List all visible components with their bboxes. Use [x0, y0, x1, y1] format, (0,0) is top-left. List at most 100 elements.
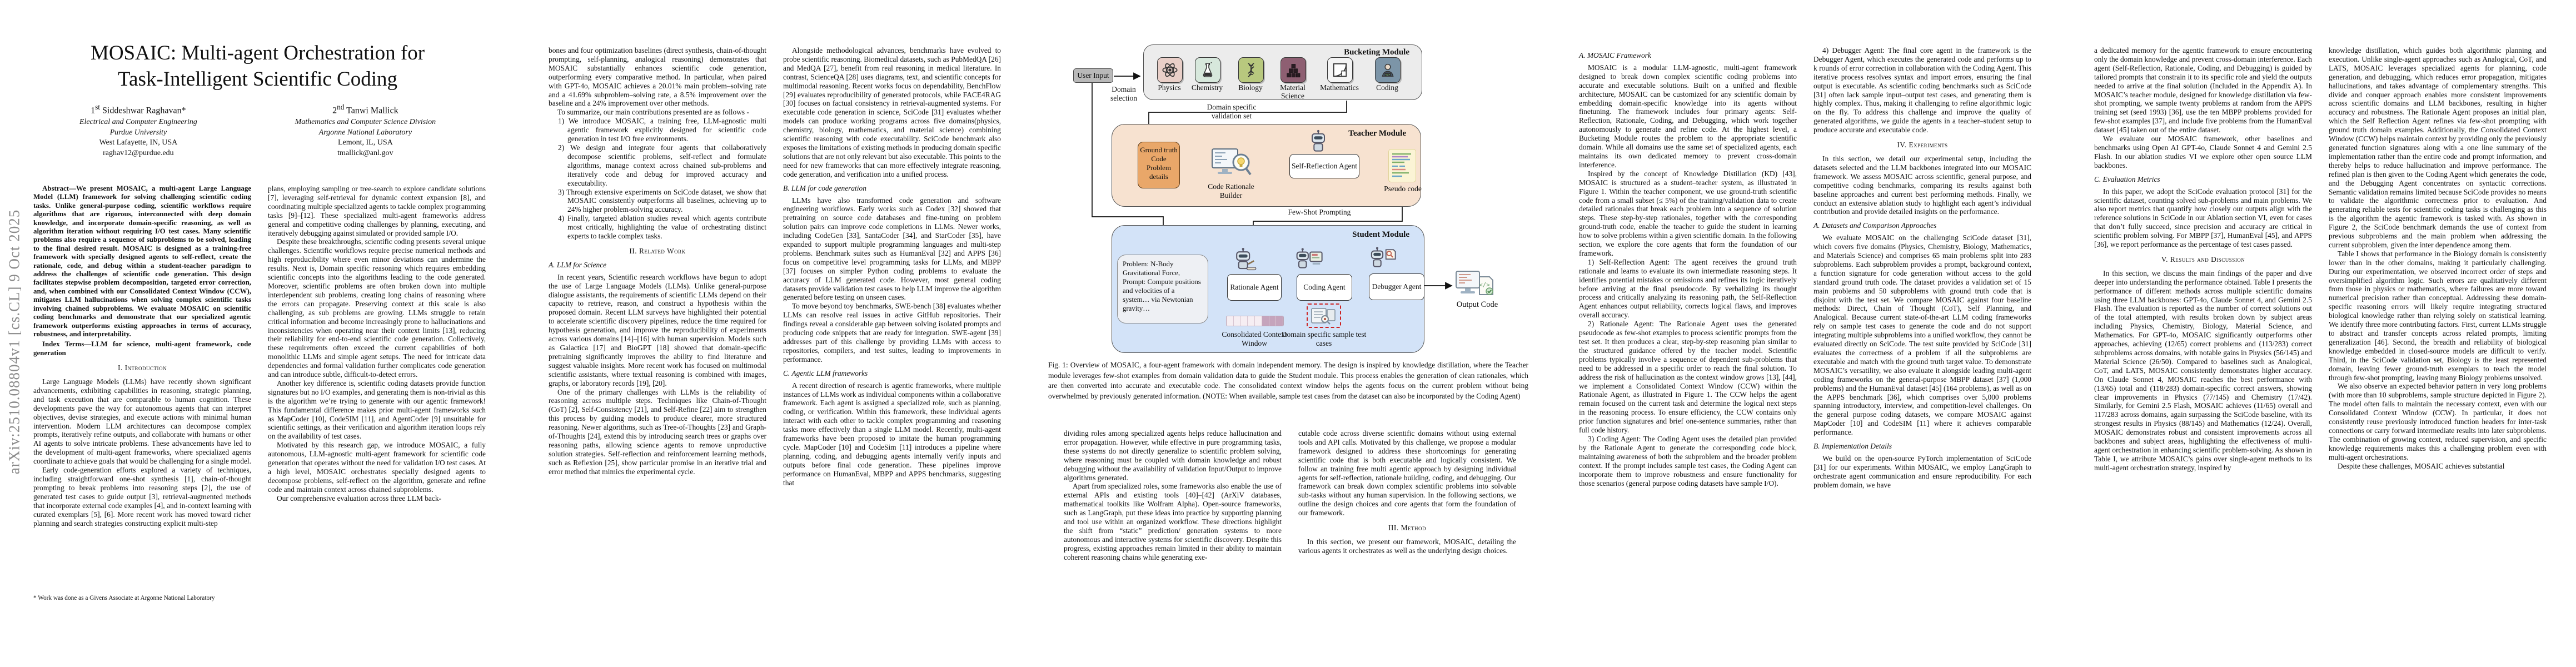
author-2-city: Lemont, IL, USA	[337, 138, 393, 147]
subsection-heading: B. LLM for code generation	[783, 183, 866, 192]
svg-text:</>: </>	[1386, 73, 1391, 77]
paragraph: knowledge distillation, which guides bot…	[2329, 46, 2547, 249]
paragraph: In this section, we discuss the main fin…	[2094, 268, 2312, 472]
paragraph: Another key difference is, scientific co…	[268, 379, 486, 441]
paragraph: 3) Coding Agent: The Coding Agent uses t…	[1579, 434, 1797, 487]
sample-test-cases-icon	[1307, 303, 1341, 328]
physics-icon	[1157, 57, 1183, 83]
teacher-module-title: Teacher Module	[1348, 129, 1406, 138]
subsection-heading: A. MOSAIC Framework	[1579, 51, 1651, 59]
user-input-box: User Input	[1073, 68, 1113, 83]
page4-column-2: 4) Debugger Agent: The final core agent …	[1813, 46, 2031, 490]
section-heading: IV. Experiments	[1897, 141, 1948, 150]
debugger-agent-box: Debugger Agent	[1369, 273, 1424, 300]
list-item: 4) Finally, targeted ablation studies re…	[558, 214, 766, 241]
page-2: bones and four optimization baselines (d…	[515, 0, 1030, 667]
paragraph: To summarize, our main contributions pre…	[557, 108, 749, 117]
paragraph: A recent direction of research is agenti…	[783, 381, 1001, 487]
page1-column-2: plans, employing sampling or tree-search…	[268, 185, 486, 503]
section-heading: I. Introduction	[117, 364, 167, 372]
paragraph: Our comprehensive evaluation across thre…	[277, 494, 441, 502]
paragraph: dividing roles among specialized agents …	[1064, 429, 1282, 482]
page2-column-1: bones and four optimization baselines (d…	[549, 46, 766, 476]
domain-label-mathematics: Mathematics	[1320, 83, 1359, 92]
paragraph: In this section, we detail our experimen…	[1813, 154, 2031, 216]
page2-column-2: Alongside methodological advances, bench…	[783, 46, 1001, 487]
section-heading: III. Method	[1388, 524, 1426, 532]
paragraph: plans, employing sampling or tree-search…	[268, 185, 486, 237]
author-block: 1st Siddeshwar Raghavan* Electrical and …	[31, 103, 485, 158]
mathematics-icon	[1327, 57, 1353, 83]
rationale-robot-icon	[1232, 247, 1258, 273]
paragraph: 1) Self-Reflection Agent: The agent rece…	[1579, 257, 1797, 320]
paragraph: Apart from specialized roles, some frame…	[1064, 482, 1282, 561]
paragraph: MOSAIC is a modular LLM-agnostic, multi-…	[1579, 63, 1797, 169]
paragraph: Despite these breakthroughs, scientific …	[268, 237, 486, 379]
self-reflection-robot-icon	[1306, 129, 1332, 155]
list-item: 3) Through extensive experiments on SciC…	[558, 187, 766, 214]
page1-column-1: Abstract—We present MOSAIC, a multi-agen…	[33, 185, 251, 527]
page-3: User Input Domain selection Bucketing Mo…	[1030, 0, 1546, 667]
output-code-icon: </>	[1455, 270, 1496, 299]
author-1-org: Purdue University	[109, 128, 167, 137]
few-shot-prompting-label: Few-Shot Prompting	[1288, 208, 1351, 216]
paragraph: 4) Debugger Agent: The final core agent …	[1813, 46, 2031, 135]
sample-test-cases-label: Domain specific sample test cases	[1281, 330, 1367, 347]
paper-title: MOSAIC: Multi-agent Orchestration for Ta…	[31, 40, 485, 92]
output-code-label: Output Code	[1456, 300, 1498, 309]
subsection-heading: B. Implementation Details	[1813, 442, 1892, 451]
paragraph: a dedicated memory for the agentic frame…	[2094, 46, 2312, 135]
paragraph: We build on the open-source PyTorch impl…	[1813, 454, 2031, 489]
paragraph: We evaluate MOSAIC on the challenging Sc…	[1813, 233, 2031, 437]
paragraph: Alongside methodological advances, bench…	[783, 46, 1001, 178]
paragraph: Despite these challenges, MOSAIC achieve…	[2338, 461, 2505, 470]
index-terms: Index Terms—LLM for science, multi-agent…	[33, 340, 251, 357]
arxiv-watermark: arXiv:2510.08804v1 [cs.CL] 9 Oct 2025	[6, 209, 23, 475]
domain-label-coding: Coding	[1376, 83, 1398, 92]
domain-selection-label: Domain selection	[1110, 85, 1137, 102]
figure-caption: Fig. 1: Overview of MOSAIC, a four-agent…	[1048, 361, 1528, 400]
subsection-heading: A. Datasets and Comparison Approaches	[1813, 221, 1937, 230]
paragraph: Motivated by this research gap, we intro…	[268, 441, 486, 494]
paragraph: cutable code across diverse scientific d…	[1298, 429, 1516, 517]
paragraph: Table I shows that performance in the Bi…	[2329, 249, 2547, 382]
figure-1: User Input Domain selection Bucketing Mo…	[1030, 0, 1546, 400]
footnote: * Work was done as a Givens Associate at…	[33, 595, 215, 601]
paragraph: In this section, we present our framewor…	[1298, 537, 1516, 555]
domain-label-material-science: Material Science	[1280, 83, 1306, 100]
page3-column-2: cutable code across diverse scientific d…	[1298, 429, 1516, 555]
paper-title-line1: MOSAIC: Multi-agent Orchestration for	[90, 42, 425, 64]
rationale-agent-box: Rationale Agent	[1227, 274, 1282, 301]
bucketing-module-title: Bucketing Module	[1344, 48, 1409, 57]
problem-box: Problem: N-Body Gravitational Force, Pro…	[1117, 255, 1208, 323]
paragraph: 2) Rationale Agent: The Rationale Agent …	[1579, 320, 1797, 435]
author-2-name: 2nd Tanwi Mallick	[332, 103, 398, 116]
author-2-dept: Mathematics and Computer Science Divisio…	[295, 118, 436, 127]
student-module-title: Student Module	[1352, 230, 1409, 239]
ground-truth-box: Ground truth Code Problem details	[1138, 142, 1180, 188]
subsection-heading: C. Evaluation Metrics	[2094, 175, 2160, 183]
pseudo-code-label: Pseudo code	[1384, 185, 1422, 193]
self-reflection-agent-box: Self-Reflection Agent	[1289, 154, 1359, 178]
paragraph: In this paper, we adopt the SciCode eval…	[2094, 187, 2312, 249]
ccw-label: Consolidated Context Window	[1222, 330, 1287, 347]
bucketing-module: Bucketing Module Physics Chemistry Biolo…	[1143, 44, 1422, 100]
author-1-name: 1st Siddeshwar Raghavan*	[91, 103, 186, 116]
svg-text:</>: </>	[1479, 281, 1490, 288]
coding-agent-box: Coding Agent	[1297, 274, 1352, 301]
paragraph: To move beyond toy benchmarks, SWE-bench…	[783, 302, 1001, 364]
subsection-heading: C. Agentic LLM frameworks	[783, 369, 868, 377]
author-2-email: tmallick@anl.gov	[337, 148, 393, 157]
author-1: 1st Siddeshwar Raghavan* Electrical and …	[79, 103, 197, 158]
paragraph: Large Language Models (LLMs) have recent…	[33, 377, 251, 466]
page-1: arXiv:2510.08804v1 [cs.CL] 9 Oct 2025 MO…	[0, 0, 515, 667]
page5-column-2: knowledge distillation, which guides bot…	[2329, 46, 2547, 471]
pseudo-code-icon	[1388, 149, 1416, 182]
coding-icon: </>	[1375, 57, 1401, 83]
section-heading: V. Results and Discussion	[2161, 255, 2245, 263]
debugger-robot-icon	[1367, 246, 1398, 272]
code-rationale-builder-icon	[1209, 148, 1253, 180]
domain-label-physics: Physics	[1158, 83, 1181, 92]
domain-label-biology: Biology	[1238, 83, 1263, 92]
